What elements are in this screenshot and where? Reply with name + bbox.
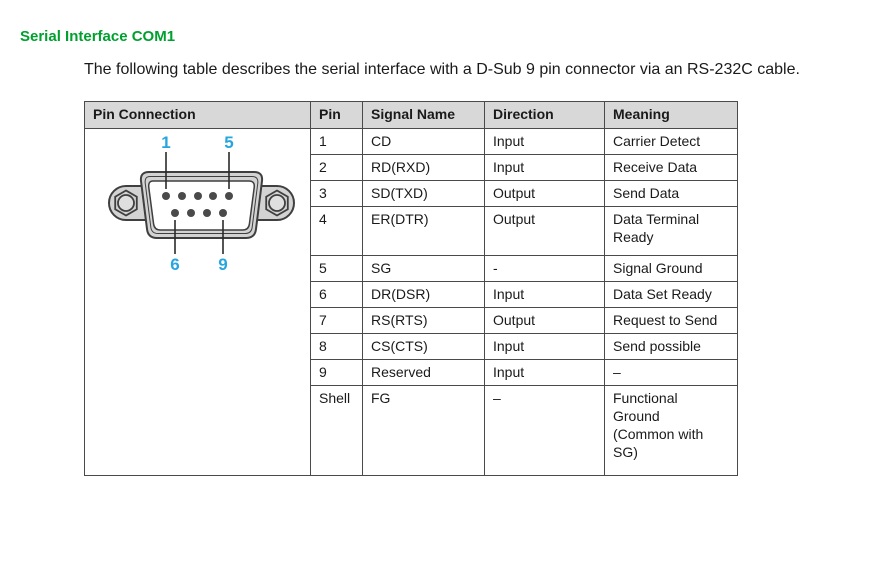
document-page: Serial Interface COM1 The following tabl… [0,29,894,569]
column-header-pin: Pin [310,101,363,129]
signal-cell: FG [362,385,485,476]
table-row: 1 5 6 9 1 CD Input Carrier Detect [84,128,738,476]
meaning-cell: Functional Ground (Common with SG) [604,385,738,476]
pin-cell: 3 [310,180,363,207]
table-row: 4 ER(DTR) Output Data Terminal Ready [85,206,738,256]
table-row: 2 RD(RXD) Input Receive Data [85,154,738,181]
pin-dots-bottom-row [171,209,227,217]
signal-cell: DR(DSR) [362,281,485,308]
pin-dot-9 [219,209,227,217]
pin-dot-1 [162,192,170,200]
table-row: Shell FG – Functional Ground (Common wit… [85,385,738,476]
pin-dot-5 [225,192,233,200]
table-row: 9 Reserved Input – [85,359,738,386]
left-screw-hole [117,194,135,212]
pin-dot-7 [187,209,195,217]
direction-cell: - [484,255,605,282]
signal-cell: RD(RXD) [362,154,485,181]
signal-cell: RS(RTS) [362,307,485,334]
pin-dot-3 [194,192,202,200]
meaning-cell: Request to Send [604,307,738,334]
direction-cell: Input [484,333,605,360]
pin-dot-8 [203,209,211,217]
pin-cell: 9 [310,359,363,386]
pin-cell: 1 [310,128,363,155]
meaning-cell: – [604,359,738,386]
pin-cell: 4 [310,206,363,256]
meaning-cell: Data Set Ready [604,281,738,308]
dsub-connector-diagram: 1 5 6 9 [108,133,295,274]
column-header-signal-name: Signal Name [362,101,485,129]
page-title: Serial Interface COM1 [20,28,176,45]
right-screw-hole [268,194,286,212]
table-row: 8 CS(CTS) Input Send possible [85,333,738,360]
pin-cell: 2 [310,154,363,181]
pin-number-label-6: 6 [170,255,179,274]
table-row: 3 SD(TXD) Output Send Data [85,180,738,207]
pin-number-label-1: 1 [161,133,170,152]
direction-cell: – [484,385,605,476]
column-header-pin-connection: Pin Connection [84,101,311,129]
connector-inner-face [147,180,256,231]
pin-connection-diagram-cell: 1 5 6 9 [84,128,311,476]
direction-cell: Output [484,180,605,207]
table-row: 6 DR(DSR) Input Data Set Ready [85,281,738,308]
signal-cell: CS(CTS) [362,333,485,360]
pin-dot-2 [178,192,186,200]
meaning-cell: Send possible [604,333,738,360]
direction-cell: Input [484,359,605,386]
meaning-cell: Receive Data [604,154,738,181]
pin-cell: 7 [310,307,363,334]
pin-dot-6 [171,209,179,217]
table-row: 7 RS(RTS) Output Request to Send [85,307,738,334]
table-row: 5 SG - Signal Ground [85,255,738,282]
signal-cell: Reserved [362,359,485,386]
direction-cell: Input [484,128,605,155]
signal-cell: ER(DTR) [362,206,485,256]
pin-cell: 5 [310,255,363,282]
pin-dots-top-row [162,192,233,200]
pin-number-label-5: 5 [224,133,233,152]
column-header-meaning: Meaning [604,101,738,129]
signal-cell: CD [362,128,485,155]
signal-cell: SG [362,255,485,282]
direction-cell: Input [484,281,605,308]
meaning-cell: Signal Ground [604,255,738,282]
signal-cell: SD(TXD) [362,180,485,207]
direction-cell: Output [484,307,605,334]
direction-cell: Output [484,206,605,256]
meaning-cell: Data Terminal Ready [604,206,738,256]
direction-cell: Input [484,154,605,181]
pin-cell: Shell [310,385,363,476]
pin-cell: 6 [310,281,363,308]
pin-cell: 8 [310,333,363,360]
pin-leader-lines [165,152,230,254]
meaning-cell: Carrier Detect [604,128,738,155]
pin-table: Pin Connection Pin Signal Name Direction… [84,101,738,476]
intro-paragraph: The following table describes the serial… [84,61,800,78]
pin-dot-4 [209,192,217,200]
table-header-row: Pin Connection Pin Signal Name Direction… [84,101,738,129]
meaning-cell: Send Data [604,180,738,207]
connector-face-rim [144,176,259,234]
pin-number-label-9: 9 [218,255,227,274]
column-header-direction: Direction [484,101,605,129]
